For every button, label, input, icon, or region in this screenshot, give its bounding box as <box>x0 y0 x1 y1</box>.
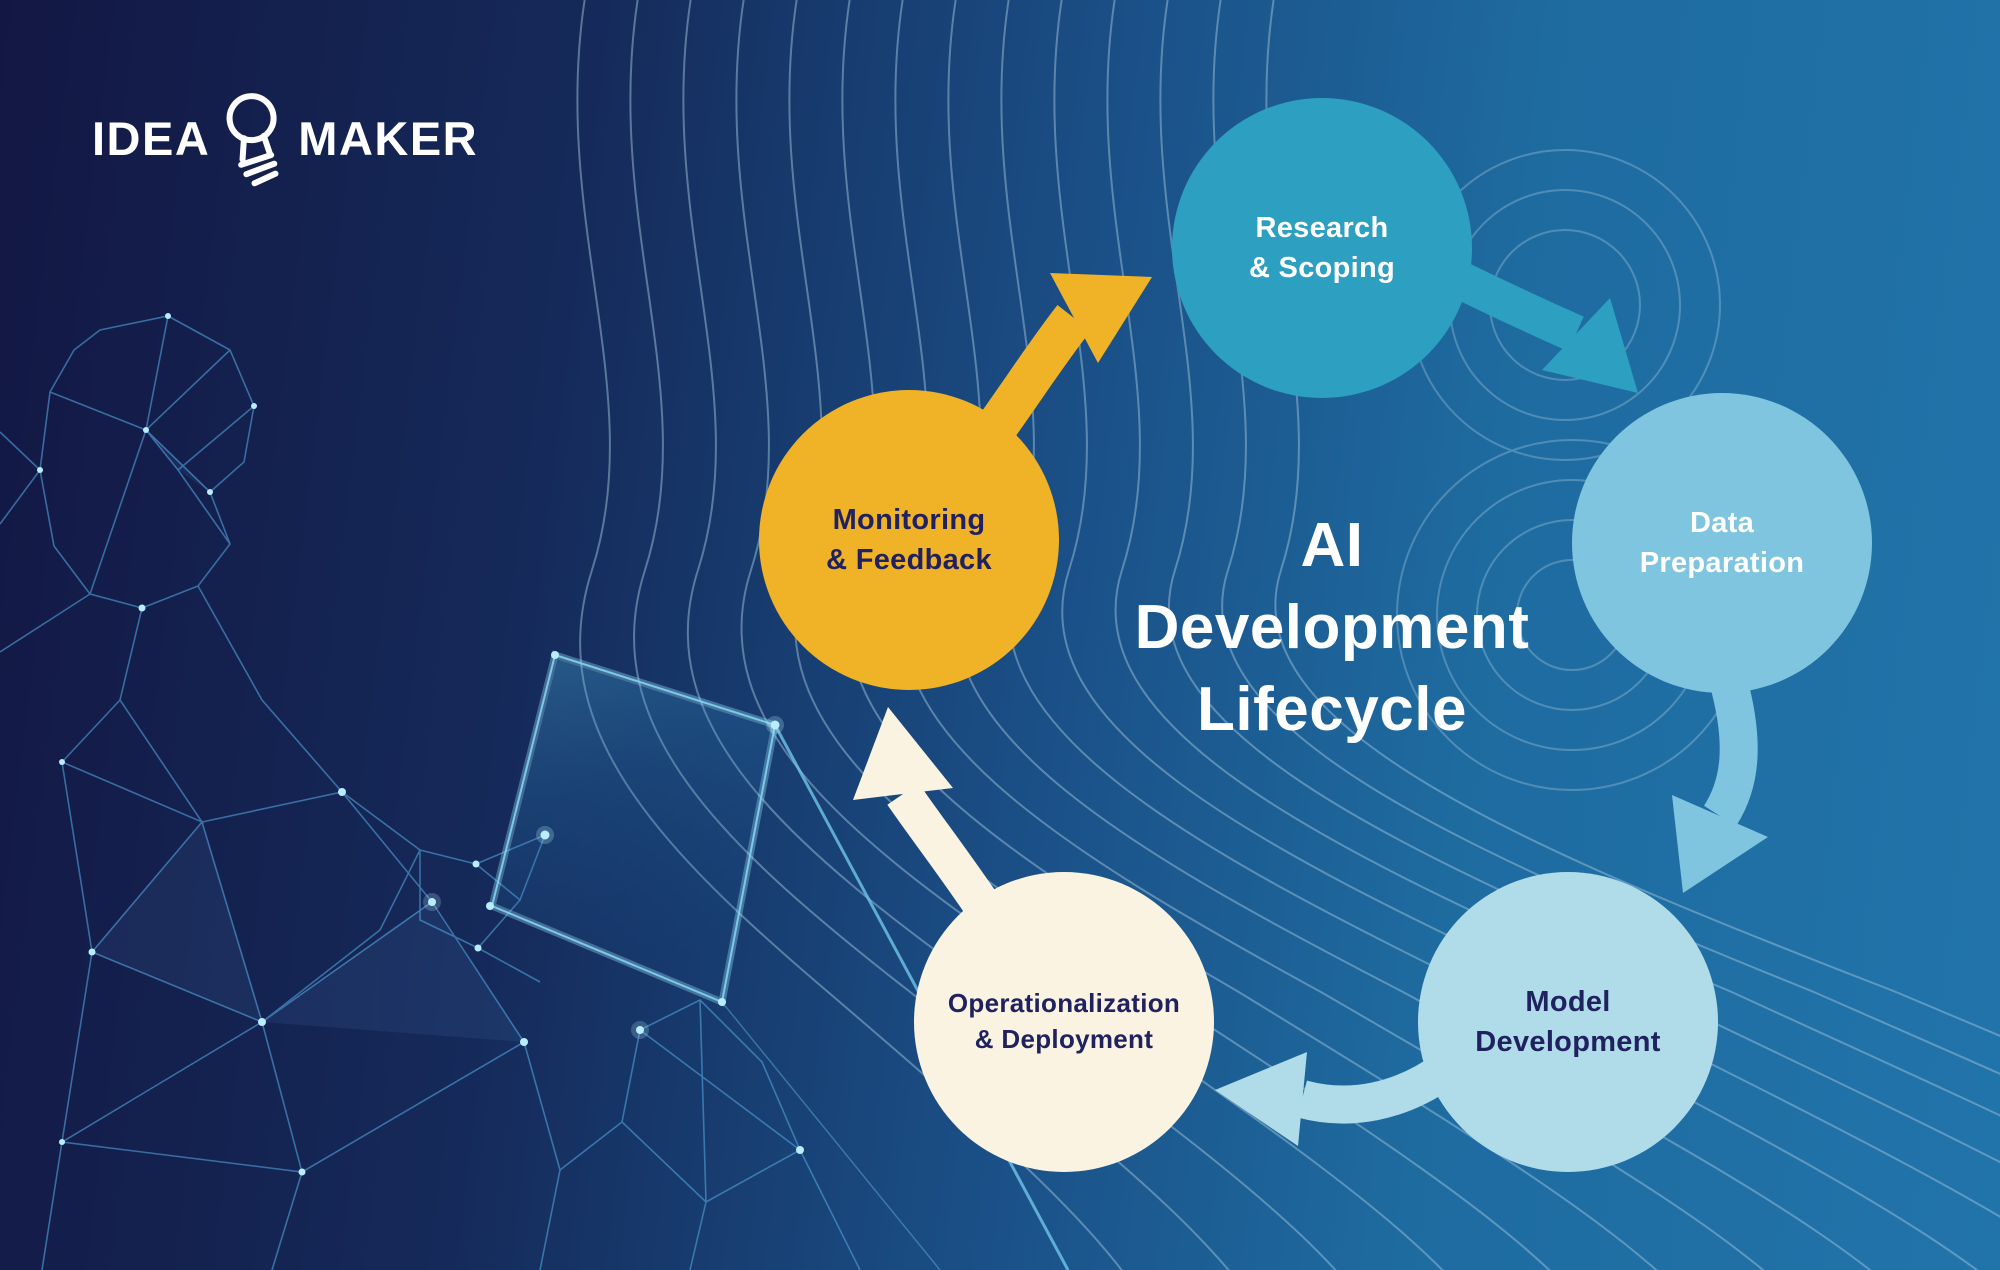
logo-maker-text: MAKER <box>298 111 479 165</box>
arrow-model-to-operationalization <box>1215 1052 1457 1146</box>
wireframe-person-illustration <box>0 313 1070 1270</box>
title-line-2: Development <box>1134 592 1530 662</box>
stage-label-line2: Development <box>1475 1026 1661 1058</box>
stage-label-line2: & Scoping <box>1248 252 1396 284</box>
stage-circle-data-preparation: Data Preparation <box>1572 393 1872 693</box>
glow-dots-decoration <box>37 313 804 1176</box>
stage-label-line2: & Deployment <box>974 1024 1154 1054</box>
stage-label-line1: Model <box>1525 985 1611 1018</box>
stage-circle-monitoring-feedback: Monitoring & Feedback <box>759 390 1059 690</box>
stage-label-line1: Data <box>1689 506 1755 539</box>
stage-label-line1: Research <box>1255 211 1389 244</box>
arrow-operationalization-to-monitoring <box>853 707 998 916</box>
title-line-3: Lifecycle <box>1197 674 1467 744</box>
lightbulb-icon <box>226 93 279 187</box>
stage-label-line1: Monitoring <box>832 503 986 536</box>
stage-circle-research-scoping: Research & Scoping <box>1172 98 1472 398</box>
diagram-title: AI Development Lifecycle <box>1135 505 1530 750</box>
stage-circle-model-development: Model Development <box>1418 872 1718 1172</box>
logo-idea-text: IDEA <box>92 111 211 165</box>
stage-label-line2: & Feedback <box>826 544 992 576</box>
arrow-monitoring-to-research <box>963 273 1152 463</box>
stage-label-line1: Operationalization <box>947 988 1181 1019</box>
stage-circle-operationalization-deployment: Operationalization & Deployment <box>914 872 1214 1172</box>
title-line-1: AI <box>1300 511 1364 580</box>
brand-logo: IDEA MAKER <box>92 84 478 192</box>
arrow-data-to-model <box>1672 674 1768 893</box>
stage-label-line2: Preparation <box>1639 547 1805 579</box>
